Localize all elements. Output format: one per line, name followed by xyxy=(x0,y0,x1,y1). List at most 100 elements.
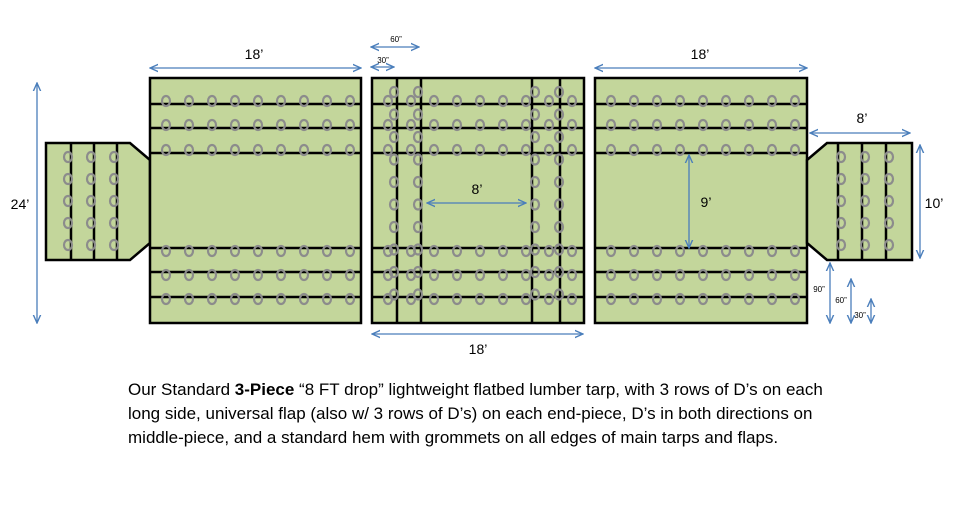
d-ring xyxy=(743,143,755,157)
d-ring xyxy=(344,292,356,306)
d-ring xyxy=(697,244,709,258)
d-ring xyxy=(743,292,755,306)
d-ring xyxy=(474,143,486,157)
d-ring xyxy=(298,292,310,306)
d-ring xyxy=(405,118,417,132)
d-ring xyxy=(674,268,686,282)
d-ring xyxy=(62,216,74,230)
d-ring xyxy=(388,265,400,279)
d-ring xyxy=(428,94,440,108)
caption-body: “8 FT drop” lightweight flatbed lumber t… xyxy=(128,380,823,447)
d-ring xyxy=(62,172,74,186)
d-ring xyxy=(543,292,555,306)
d-ring xyxy=(628,94,640,108)
d-ring xyxy=(428,268,440,282)
d-ring xyxy=(412,288,424,301)
label-flap-90: 90” xyxy=(813,285,825,294)
d-ring xyxy=(605,244,617,258)
d-ring xyxy=(697,118,709,132)
d-ring xyxy=(520,94,532,108)
d-ring xyxy=(835,216,847,230)
d-ring xyxy=(388,130,400,144)
d-ring xyxy=(388,288,400,301)
d-ring xyxy=(451,94,463,108)
d-ring xyxy=(344,94,356,108)
d-ring xyxy=(553,85,565,99)
d-ring xyxy=(553,288,565,301)
d-ring xyxy=(62,194,74,208)
d-ring xyxy=(651,244,663,258)
d-ring xyxy=(298,268,310,282)
d-ring xyxy=(720,118,732,132)
d-ring xyxy=(553,175,565,189)
d-ring xyxy=(674,292,686,306)
d-ring xyxy=(252,94,264,108)
d-ring xyxy=(529,288,541,301)
d-ring xyxy=(321,244,333,258)
d-ring xyxy=(321,143,333,157)
d-ring xyxy=(412,153,424,166)
d-ring xyxy=(497,244,509,258)
d-ring xyxy=(553,108,565,121)
right-flap xyxy=(805,141,914,262)
label-center-30: 30” xyxy=(377,56,389,65)
d-ring xyxy=(651,118,663,132)
d-ring xyxy=(229,268,241,282)
d-ring xyxy=(474,268,486,282)
d-ring xyxy=(628,268,640,282)
d-ring xyxy=(160,143,172,157)
d-ring xyxy=(275,143,287,157)
d-ring xyxy=(412,85,424,99)
d-ring xyxy=(344,244,356,258)
d-ring xyxy=(108,172,120,186)
d-ring xyxy=(474,292,486,306)
d-ring xyxy=(451,268,463,282)
d-ring xyxy=(382,268,394,282)
center-panel xyxy=(370,76,586,325)
d-ring xyxy=(543,94,555,108)
d-ring xyxy=(529,108,541,121)
d-ring xyxy=(566,292,578,306)
d-ring xyxy=(85,150,97,164)
d-ring xyxy=(275,244,287,258)
d-ring xyxy=(766,94,778,108)
d-ring xyxy=(628,143,640,157)
d-ring xyxy=(674,118,686,132)
d-ring xyxy=(382,244,394,258)
left-flap xyxy=(44,141,152,262)
d-ring xyxy=(275,94,287,108)
d-ring xyxy=(321,94,333,108)
d-ring xyxy=(206,244,218,258)
label-left-width: 18’ xyxy=(245,46,264,62)
d-ring xyxy=(859,194,871,208)
d-ring xyxy=(883,216,895,230)
d-ring xyxy=(553,243,565,256)
d-ring xyxy=(651,292,663,306)
d-ring xyxy=(697,268,709,282)
d-ring xyxy=(743,268,755,282)
d-ring xyxy=(108,194,120,208)
d-ring xyxy=(835,172,847,186)
d-ring xyxy=(388,243,400,256)
d-ring xyxy=(529,153,541,166)
d-ring xyxy=(160,94,172,108)
d-ring xyxy=(183,94,195,108)
d-ring xyxy=(412,130,424,144)
label-center-60: 60” xyxy=(390,35,402,44)
d-ring xyxy=(451,143,463,157)
d-ring xyxy=(388,175,400,189)
d-ring xyxy=(859,150,871,164)
d-ring xyxy=(252,244,264,258)
d-ring xyxy=(628,244,640,258)
d-ring xyxy=(651,94,663,108)
d-ring xyxy=(382,94,394,108)
d-ring xyxy=(108,216,120,230)
d-ring xyxy=(789,143,801,157)
d-ring xyxy=(766,143,778,157)
d-ring xyxy=(298,143,310,157)
d-ring xyxy=(605,143,617,157)
d-ring xyxy=(252,118,264,132)
d-ring xyxy=(789,244,801,258)
d-ring xyxy=(428,292,440,306)
d-ring xyxy=(605,94,617,108)
